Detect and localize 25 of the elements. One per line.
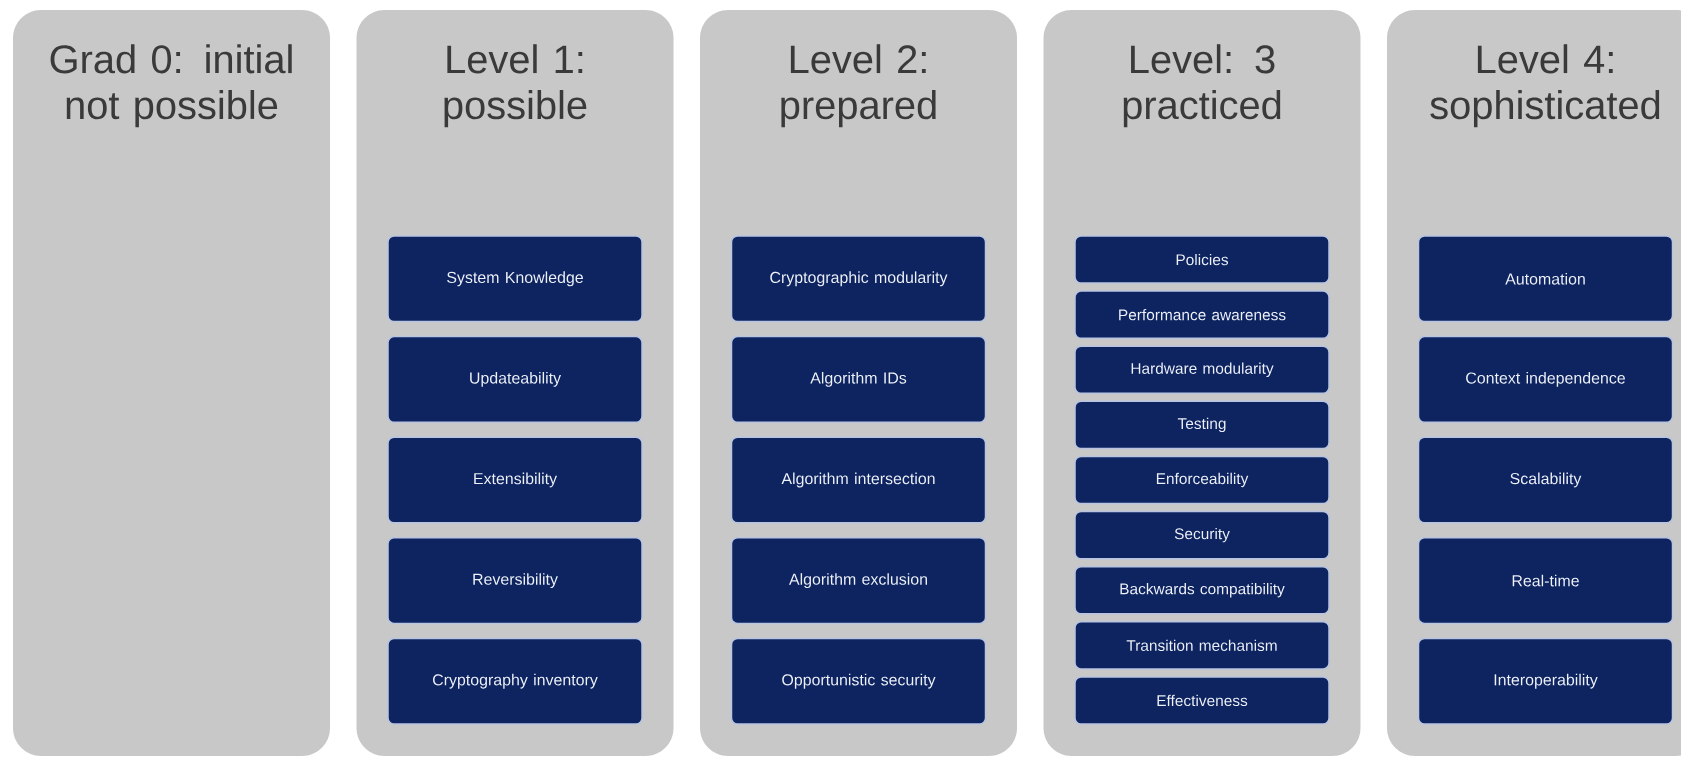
item-box: Algorithm intersection xyxy=(730,436,987,524)
item-box: Scalability xyxy=(1417,436,1674,524)
item-box: Interoperability xyxy=(1417,637,1674,725)
item-box: Context independence xyxy=(1417,335,1674,423)
item-box: Cryptography inventory xyxy=(387,637,643,725)
column-panel: Grad 0: initial not possible xyxy=(13,10,330,756)
item-box: Security xyxy=(1074,510,1330,560)
item-box: Effectiveness xyxy=(1074,676,1330,725)
item-box: Policies xyxy=(1074,235,1330,284)
item-box: Performance awareness xyxy=(1074,290,1330,339)
item-box: Algorithm exclusion xyxy=(730,537,987,625)
item-box: System Knowledge xyxy=(387,235,643,323)
item-box: Enforceability xyxy=(1074,455,1330,505)
item-box: Hardware modularity xyxy=(1074,345,1330,395)
item-box: Backwards compatibility xyxy=(1074,565,1330,615)
item-box: Testing xyxy=(1074,400,1330,450)
item-box: Real-time xyxy=(1417,537,1674,625)
item-box: Cryptographic modularity xyxy=(730,235,987,323)
item-box: Extensibility xyxy=(387,436,643,524)
item-box: Opportunistic security xyxy=(730,637,987,725)
item-box: Reversibility xyxy=(387,537,643,625)
item-box: Transition mechanism xyxy=(1074,621,1330,670)
item-box: Automation xyxy=(1417,235,1674,323)
item-box: Updateability xyxy=(387,335,643,423)
item-box: Algorithm IDs xyxy=(730,335,987,423)
